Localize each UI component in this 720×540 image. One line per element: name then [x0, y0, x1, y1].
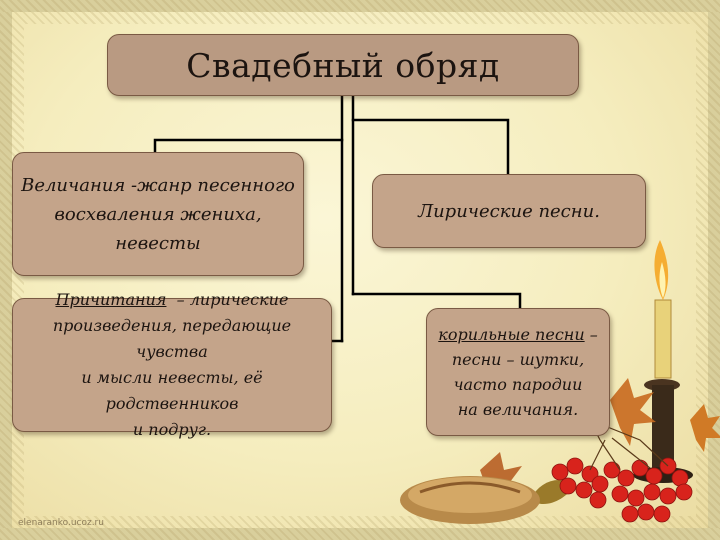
source-watermark: elenaranko.ucoz.ru [18, 518, 104, 528]
velichaniya-text: Величания -жанр песенного восхваления же… [21, 171, 295, 258]
prichitaniya-text: Причитания – лирические произведения, пе… [17, 287, 327, 443]
prichitaniya-line-3: и мысли невесты, её родственников [17, 365, 327, 417]
connector-to-korilnye [353, 294, 520, 308]
korilnye-line-1-rest: – [590, 325, 598, 344]
liricheskie-box: Лирические песни. [372, 174, 646, 248]
prichitaniya-term: Причитания [56, 290, 167, 309]
korilnye-box: корильные песни – песни – шутки, часто п… [426, 308, 610, 436]
connector-to-liricheskie [353, 120, 508, 174]
korilnye-line-1: корильные песни – [438, 322, 597, 347]
connector-to-velichaniya [155, 140, 342, 152]
prichitaniya-line-1-rest: – лирические [177, 290, 289, 309]
korilnye-line-4: на величания. [438, 397, 597, 422]
velichaniya-line-2: восхваления жениха, [21, 200, 295, 229]
korilnye-term: корильные песни [438, 325, 584, 344]
velichaniya-line-1: Величания -жанр песенного [21, 171, 295, 200]
liricheskie-text: Лирические песни. [418, 201, 600, 222]
diagram-title: Свадебный обряд [186, 46, 499, 85]
prichitaniya-box: Причитания – лирические произведения, пе… [12, 298, 332, 432]
korilnye-line-2: песни – шутки, [438, 347, 597, 372]
velichaniya-line-3: невесты [21, 229, 295, 258]
prichitaniya-line-1: Причитания – лирические [17, 287, 327, 313]
prichitaniya-line-2: произведения, передающие чувства [17, 313, 327, 365]
prichitaniya-line-4: и подруг. [17, 417, 327, 443]
korilnye-text: корильные песни – песни – шутки, часто п… [438, 322, 597, 422]
korilnye-line-3: часто пародии [438, 372, 597, 397]
velichaniya-box: Величания -жанр песенного восхваления же… [12, 152, 304, 276]
diagram-title-box: Свадебный обряд [107, 34, 579, 96]
